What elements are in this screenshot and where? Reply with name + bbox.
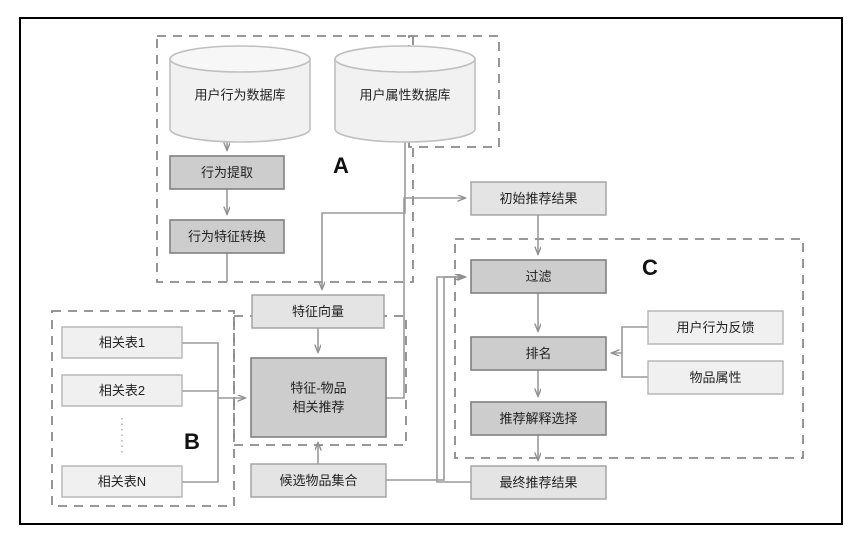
node-initial-recommend-result[interactable]: 初始推荐结果 — [470, 181, 607, 216]
node-label: 最终推荐结果 — [499, 475, 577, 490]
node-label: 候选物品集合 — [279, 473, 357, 488]
database-label: 用户行为数据库 — [194, 87, 285, 102]
node-label: 相关表2 — [99, 383, 145, 398]
node-label: 用户行为反馈 — [676, 320, 754, 335]
database-user-attribute-db[interactable]: 用户属性数据库 — [334, 45, 476, 143]
connector-attr-db-to-feature-vector — [322, 142, 406, 289]
node-label: 相关推荐 — [292, 399, 344, 414]
node-box — [470, 259, 607, 294]
node-label: 特征向量 — [292, 304, 344, 319]
connector-tablen-merge — [182, 398, 219, 483]
node-behavior-feature-transform[interactable]: 行为特征转换 — [169, 219, 285, 254]
connector-recommend-to-initial — [386, 198, 465, 399]
node-explanation-selection[interactable]: 推荐解释选择 — [470, 401, 607, 436]
node-box — [647, 360, 784, 395]
node-label: 相关表N — [98, 474, 146, 489]
group-letters: A B C — [184, 153, 658, 454]
cylinder-body — [334, 58, 476, 143]
node-box — [169, 219, 285, 254]
group-letter-b: B — [184, 429, 200, 454]
node-item-attribute[interactable]: 物品属性 — [647, 360, 784, 395]
node-relation-table-n[interactable]: 相关表N — [61, 465, 183, 498]
node-box — [470, 336, 607, 371]
group-boundary-b — [51, 310, 235, 507]
connector-attribute-to-ranking — [621, 353, 648, 378]
node-box — [251, 294, 385, 329]
database-cylinders: 用户行为数据库 用户属性数据库 — [169, 45, 476, 143]
node-relation-table-2[interactable]: 相关表2 — [61, 374, 183, 407]
node-label: 推荐解释选择 — [499, 411, 577, 426]
node-label: 相关表1 — [99, 335, 145, 350]
cylinder-body — [169, 58, 311, 143]
node-label: 排名 — [525, 346, 551, 361]
connector-final-to-filter-loop — [436, 277, 471, 483]
group-boundary-a2 — [408, 35, 500, 148]
node-label: 特征-物品 — [290, 380, 346, 395]
group-letter-c: C — [642, 255, 658, 280]
node-label: 初始推荐结果 — [499, 191, 577, 206]
node-candidate-item-set[interactable]: 候选物品集合 — [250, 463, 387, 498]
cylinder-top — [169, 45, 311, 73]
node-label: 行为提取 — [201, 165, 253, 180]
connector-lines — [121, 142, 648, 483]
node-box — [61, 374, 183, 407]
node-user-behavior-feedback[interactable]: 用户行为反馈 — [647, 310, 784, 345]
node-label: 行为特征转换 — [188, 229, 266, 244]
node-feature-vector[interactable]: 特征向量 — [251, 294, 385, 329]
node-box — [647, 310, 784, 345]
node-behavior-extraction[interactable]: 行为提取 — [169, 155, 285, 190]
node-relation-table-1[interactable]: 相关表1 — [61, 326, 183, 359]
node-box — [250, 463, 387, 498]
node-box — [61, 326, 183, 359]
group-boundary-c — [454, 238, 804, 459]
node-ranking[interactable]: 排名 — [470, 336, 607, 371]
group-boundary-a — [156, 35, 414, 283]
connector-candidate-to-filter — [386, 277, 465, 481]
node-filter[interactable]: 过滤 — [470, 259, 607, 294]
node-box — [61, 465, 183, 498]
database-label: 用户属性数据库 — [359, 87, 450, 102]
node-box — [470, 401, 607, 436]
cylinder-top — [334, 45, 476, 73]
group-letter-a: A — [333, 153, 349, 178]
node-box — [470, 181, 607, 216]
node-box — [470, 465, 607, 500]
node-label: 过滤 — [525, 269, 551, 284]
node-box — [250, 357, 387, 438]
connector-tables-merge-to-recommend — [182, 342, 245, 398]
connector-feedback-to-ranking — [612, 326, 648, 353]
node-box — [169, 155, 285, 190]
database-user-behavior-db[interactable]: 用户行为数据库 — [169, 45, 311, 143]
node-label: 物品属性 — [689, 370, 741, 385]
node-final-recommend-result[interactable]: 最终推荐结果 — [470, 465, 607, 500]
group-boundaries — [51, 35, 804, 507]
